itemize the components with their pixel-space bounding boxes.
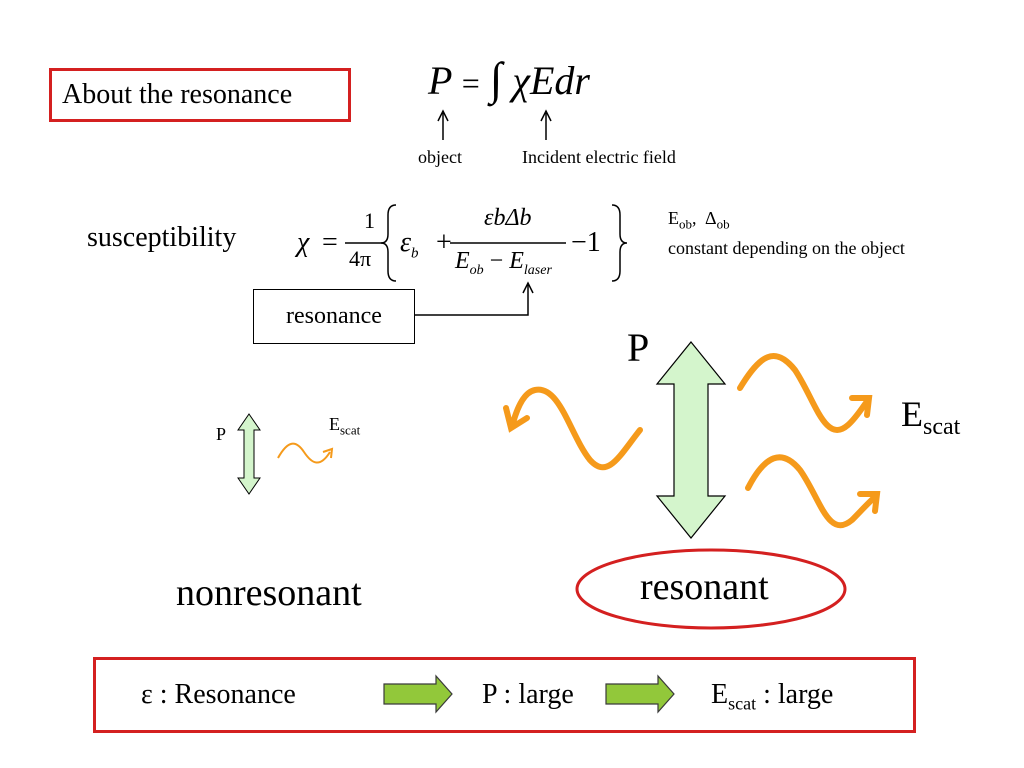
formula-p: P = ∫ χEdr bbox=[428, 52, 590, 105]
resonance-box-label: resonance bbox=[286, 303, 382, 329]
nonres-p-label: P bbox=[216, 424, 227, 444]
const-delta-sub: ob bbox=[716, 216, 730, 232]
const-e: E bbox=[668, 208, 679, 228]
den-e-laser: E bbox=[509, 248, 524, 274]
formula-p-eq: = bbox=[461, 65, 480, 101]
summary-rest: : large bbox=[756, 679, 834, 710]
res-e: E bbox=[901, 394, 923, 434]
nonres-e-sub: scat bbox=[340, 422, 361, 438]
den-ob-sub: ob bbox=[469, 262, 484, 278]
nonres-e: E bbox=[329, 414, 340, 434]
summary-e-sub: scat bbox=[728, 693, 757, 714]
title-text: About the resonance bbox=[62, 79, 293, 110]
nonres-wave bbox=[277, 442, 334, 464]
nonres-double-arrow bbox=[237, 413, 261, 495]
resonant-ellipse bbox=[575, 548, 847, 630]
eps-b: εb bbox=[400, 227, 419, 263]
res-e-label: Escat bbox=[901, 393, 960, 441]
res-double-arrow bbox=[655, 341, 727, 539]
res-wave-upper-right bbox=[737, 353, 873, 433]
eps-b-sub: b bbox=[411, 245, 419, 262]
const-sep: , bbox=[692, 208, 697, 228]
summary-arrow-1 bbox=[383, 674, 453, 714]
res-wave-left bbox=[503, 386, 643, 471]
nonresonant-caption: nonresonant bbox=[176, 572, 362, 614]
brace-left bbox=[380, 204, 397, 282]
summary-e: E bbox=[711, 679, 729, 710]
den-minus: − bbox=[489, 248, 504, 274]
const-e-sub: ob bbox=[679, 216, 692, 232]
res-e-sub: scat bbox=[923, 414, 961, 441]
summary-step1: ε : Resonance bbox=[141, 679, 296, 710]
res-p-label: P bbox=[627, 325, 650, 370]
constants-line2: constant depending on the object bbox=[668, 238, 905, 258]
eps-b-symbol: ε bbox=[400, 227, 412, 258]
const-delta: Δ bbox=[705, 208, 717, 228]
formula-p-integrand: χEdr bbox=[512, 58, 590, 103]
resonance-connector bbox=[415, 281, 534, 316]
den-laser-sub: laser bbox=[523, 262, 552, 278]
summary-arrow-2 bbox=[605, 674, 675, 714]
arrow-up-object bbox=[437, 109, 449, 140]
den-e-ob: E bbox=[455, 248, 470, 274]
res-wave-lower-right bbox=[745, 454, 881, 529]
label-object: object bbox=[418, 147, 462, 167]
title-box: About the resonance bbox=[49, 68, 351, 122]
chi-eq: = bbox=[322, 227, 338, 258]
susceptibility-label: susceptibility bbox=[87, 222, 237, 253]
chi-symbol: χ bbox=[297, 227, 310, 258]
arrow-up-field bbox=[540, 109, 552, 140]
summary-step2: P : large bbox=[482, 679, 574, 710]
denominator-term: Eob − Elaser bbox=[455, 248, 552, 279]
brace-right bbox=[611, 204, 628, 282]
formula-p-integral: ∫ bbox=[489, 53, 503, 104]
label-incident-field: Incident electric field bbox=[522, 147, 676, 167]
frac-num: 1 bbox=[364, 208, 375, 233]
formula-p-lhs: P bbox=[428, 58, 452, 103]
plus-sign: + bbox=[436, 227, 452, 258]
nonres-e-label: Escat bbox=[329, 414, 360, 439]
resonance-box: resonance bbox=[253, 289, 415, 344]
numerator-term: εbΔb bbox=[484, 205, 532, 231]
minus-one: −1 bbox=[571, 227, 601, 258]
frac-den: 4π bbox=[349, 246, 372, 271]
summary-box bbox=[93, 657, 916, 733]
resonant-caption: resonant bbox=[640, 566, 769, 608]
summary-step3: Escat : large bbox=[711, 679, 833, 715]
constants-line1: Eob, Δob bbox=[668, 208, 730, 233]
